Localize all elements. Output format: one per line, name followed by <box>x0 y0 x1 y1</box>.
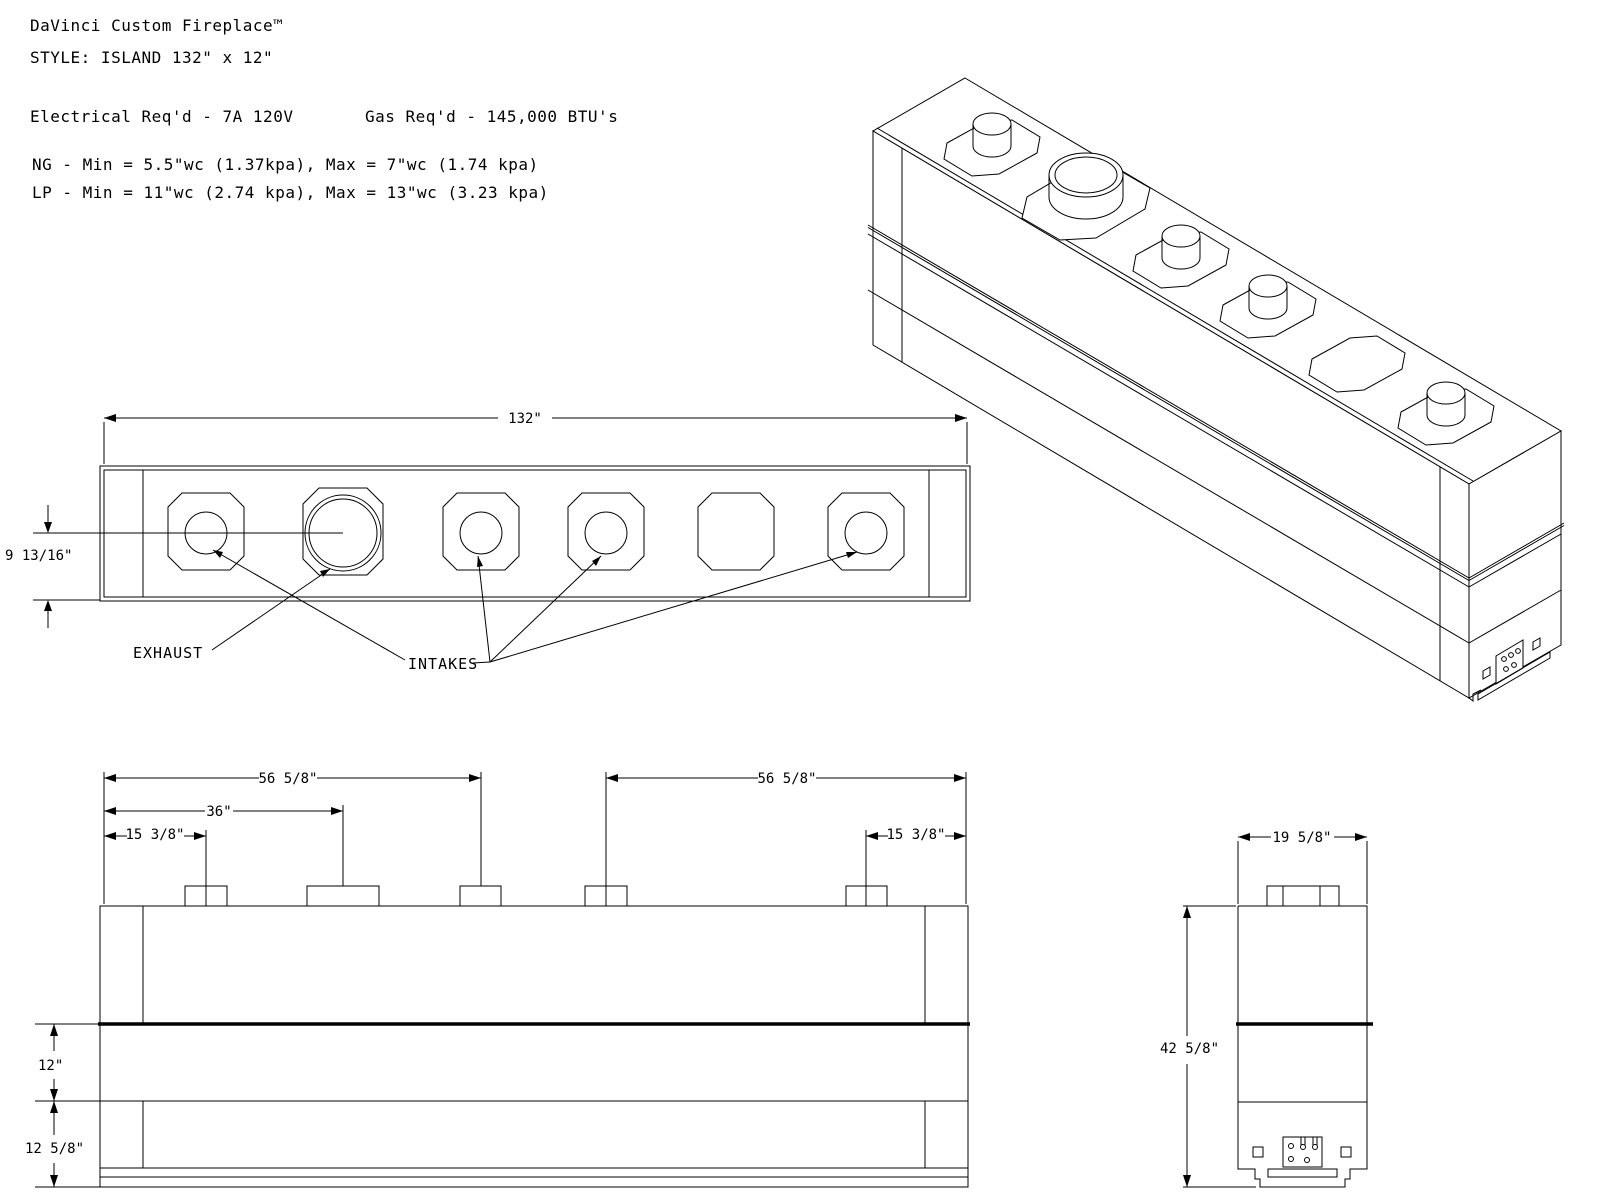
side-dim-height: 42 5/8" <box>1160 905 1256 1188</box>
ng-spec: NG - Min = 5.5"wc (1.37kpa), Max = 7"wc … <box>32 155 539 174</box>
front-dim-12: 12" <box>35 1023 100 1102</box>
front-dim-15-right-label: 15 3/8" <box>886 827 945 843</box>
front-dim-12-58: 12 5/8" <box>25 1101 100 1188</box>
side-dim-width: 19 5/8" <box>1237 830 1368 904</box>
exhaust-callout: EXHAUST <box>133 568 331 662</box>
lp-spec: LP - Min = 11"wc (2.74 kpa), Max = 13"wc… <box>32 183 549 202</box>
brand-title: DaVinci Custom Fireplace™ <box>30 16 283 35</box>
plan-pad-exhaust <box>302 487 384 576</box>
electrical-spec: Electrical Req'd - 7A 120V <box>30 107 293 126</box>
side-dim-width-label: 19 5/8" <box>1272 830 1331 846</box>
gas-spec: Gas Req'd - 145,000 BTU's <box>365 107 618 126</box>
plan-offset-dimension: 9 13/16" <box>5 505 100 628</box>
title-block: DaVinci Custom Fireplace™ STYLE: ISLAND … <box>30 16 618 202</box>
iso-collar-exhaust <box>1048 152 1124 220</box>
front-dim-15-left: 15 3/8" <box>104 826 206 843</box>
side-collar <box>1266 885 1340 907</box>
front-dim-15-right: 15 3/8" <box>866 826 966 843</box>
plan-offset-dim-label: 9 13/16" <box>5 548 72 564</box>
style-line: STYLE: ISLAND 132" x 12" <box>30 48 273 67</box>
front-collar-2 <box>459 885 502 907</box>
side-view: 19 5/8" 42 5/8" <box>1160 830 1373 1188</box>
plan-pad-intake-3 <box>567 492 645 571</box>
plan-pad-intake-4 <box>827 492 905 571</box>
front-view: 56 5/8" 56 5/8" 36" 15 3/8" 15 3/8" <box>25 771 970 1188</box>
iso-collar-4 <box>1426 381 1466 427</box>
plan-width-dim-label: 132" <box>508 411 542 427</box>
front-dim-56-left: 56 5/8" <box>104 771 481 787</box>
iso-collar-2 <box>1161 224 1201 270</box>
intakes-callout: INTAKES <box>212 549 858 673</box>
plan-view: 132" 9 13/16" EXHAUST INTAKES <box>5 411 971 673</box>
front-dim-56-right-label: 56 5/8" <box>757 771 816 787</box>
front-dim-56-left-label: 56 5/8" <box>258 771 317 787</box>
exhaust-label: EXHAUST <box>133 644 203 662</box>
iso-collar-1 <box>972 112 1012 158</box>
iso-connector-detail <box>1468 637 1551 702</box>
front-dim-12-label: 12" <box>38 1058 63 1074</box>
side-dim-height-label: 42 5/8" <box>1160 1041 1219 1057</box>
intakes-label: INTAKES <box>408 655 478 673</box>
front-dim-36-label: 36" <box>206 804 231 820</box>
iso-pad-blank <box>1308 335 1406 393</box>
front-dim-36: 36" <box>104 804 343 820</box>
plan-width-dimension: 132" <box>103 411 968 464</box>
plan-exhaust-hole-outer <box>304 494 382 572</box>
isometric-view <box>867 77 1565 702</box>
plan-intake-hole-1 <box>184 511 228 555</box>
plan-intake-hole-2 <box>459 511 503 555</box>
front-collar-exhaust <box>306 885 380 907</box>
front-dim-12-58-label: 12 5/8" <box>25 1141 84 1157</box>
front-dim-15-left-label: 15 3/8" <box>125 827 184 843</box>
front-dim-56-right: 56 5/8" <box>606 771 966 787</box>
plan-pad-intake-1 <box>167 492 245 571</box>
plan-pad-blank <box>697 492 775 571</box>
plan-pad-intake-2 <box>442 492 520 571</box>
iso-collar-3 <box>1248 274 1288 320</box>
plan-intake-hole-4 <box>844 511 888 555</box>
side-connector-detail <box>1252 1136 1352 1168</box>
plan-intake-hole-3 <box>584 511 628 555</box>
plan-exhaust-hole-inner <box>308 498 378 568</box>
